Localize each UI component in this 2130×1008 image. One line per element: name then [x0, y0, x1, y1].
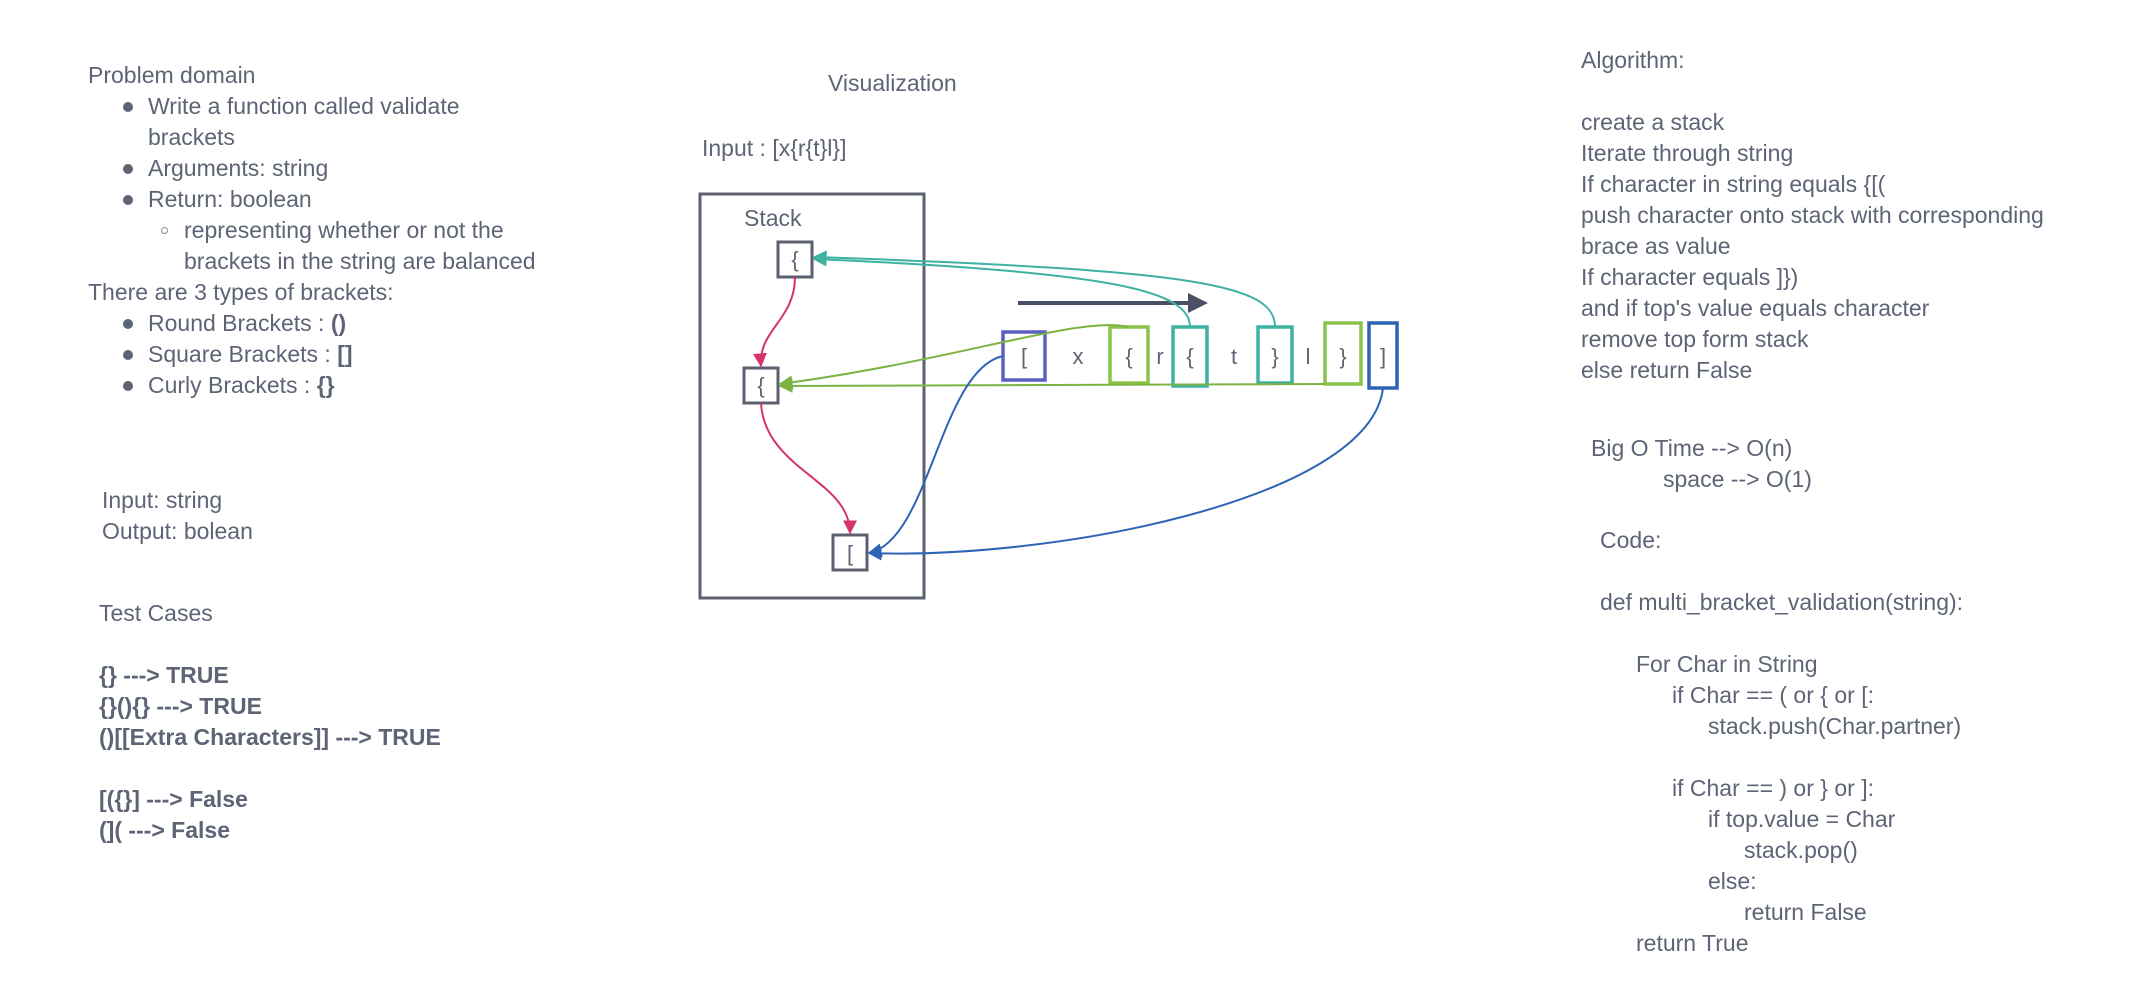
big-o-space: space --> O(1)	[1663, 466, 1812, 492]
code-line: stack.push(Char.partner)	[1708, 713, 1962, 739]
problem-heading: Problem domain	[88, 62, 256, 88]
stack-link-arrow	[752, 276, 796, 368]
stack-item: {	[791, 247, 798, 272]
bullet-icon	[123, 102, 133, 112]
code-line: For Char in String	[1636, 651, 1818, 677]
test-case: {} ---> TRUE	[99, 662, 229, 688]
code-line: return True	[1636, 930, 1749, 956]
char: r	[1156, 344, 1163, 369]
code-line: else:	[1708, 868, 1757, 894]
stack-link-arrow	[760, 402, 857, 535]
code-line: return False	[1744, 899, 1867, 925]
bullet-icon	[123, 195, 133, 205]
code-def: def multi_bracket_validation(string):	[1600, 589, 1964, 615]
big-o-time: Big O Time --> O(n)	[1591, 435, 1793, 461]
algorithm-line: If character in string equals {[(	[1581, 171, 1886, 197]
stack-container	[698, 192, 926, 600]
io-output: Output: bolean	[102, 518, 253, 544]
algorithm-line: push character onto stack with correspon…	[1581, 202, 2044, 228]
algorithm-line: brace as value	[1581, 233, 1731, 259]
types-list: Round Brackets : () Square Brackets : []…	[123, 308, 353, 401]
char: x	[1073, 344, 1084, 369]
pop-arrow	[812, 250, 1276, 328]
algorithm-line: Iterate through string	[1581, 140, 1794, 166]
algorithm-line: If character equals ]})	[1581, 264, 1799, 290]
char: }	[1271, 344, 1278, 369]
list-item: Round Brackets : ()	[123, 308, 353, 339]
code-line: if Char == ) or } or ]:	[1672, 775, 1874, 801]
algorithm-line: remove top form stack	[1581, 326, 1809, 352]
visualization-title: Visualization	[828, 70, 957, 96]
char: [	[1021, 344, 1027, 369]
test-case: (]( ---> False	[99, 817, 230, 843]
code-line: if top.value = Char	[1708, 806, 1896, 832]
char: t	[1231, 344, 1237, 369]
list-item: Arguments: string	[123, 153, 536, 184]
char: {	[1125, 344, 1132, 369]
stack-label: Stack	[744, 205, 802, 231]
bullet-icon	[123, 381, 133, 391]
stack-item: {	[757, 373, 764, 398]
algorithm-line: else return False	[1581, 357, 1753, 383]
algorithm-line: create a stack	[1581, 109, 1725, 135]
input-label: Input : [x{r{t}l}]	[702, 135, 847, 161]
algorithm-line: and if top's value equals character	[1581, 295, 1930, 321]
bullet-icon	[123, 319, 133, 329]
test-case: ()[[Extra Characters]] ---> TRUE	[99, 724, 441, 750]
push-arrow	[778, 324, 1130, 390]
char: l	[1306, 344, 1311, 369]
sub-bullet-icon	[161, 227, 168, 234]
test-cases-heading: Test Cases	[99, 600, 213, 626]
list-item: Curly Brackets : {}	[123, 370, 353, 401]
stack-item: [	[847, 541, 853, 566]
pop-arrow	[778, 378, 1326, 393]
types-heading: There are 3 types of brackets:	[88, 279, 394, 305]
code-line: if Char == ( or { or [:	[1672, 682, 1874, 708]
char: }	[1339, 344, 1346, 369]
sub-list-item: representing whether or not the brackets…	[148, 215, 536, 277]
io-input: Input: string	[102, 487, 223, 513]
test-case: {}(){} ---> TRUE	[99, 693, 262, 719]
bullet-icon	[123, 350, 133, 360]
push-arrow	[812, 252, 1191, 328]
stack-item-box	[831, 533, 869, 572]
algorithm-heading: Algorithm:	[1581, 47, 1685, 73]
code-heading: Code:	[1600, 527, 1662, 553]
test-case: [({}] ---> False	[99, 786, 248, 812]
char: {	[1186, 344, 1193, 369]
list-item: Square Brackets : []	[123, 339, 353, 370]
code-line: stack.pop()	[1744, 837, 1858, 863]
pop-arrow	[867, 387, 1384, 561]
list-item: Return: boolean	[123, 184, 536, 215]
list-item: Write a function called validate bracket…	[123, 91, 536, 153]
bullet-icon	[123, 164, 133, 174]
problem-list: Write a function called validate bracket…	[123, 91, 536, 277]
push-arrow	[867, 355, 1004, 558]
char: ]	[1380, 344, 1386, 369]
char-box	[1323, 321, 1363, 386]
